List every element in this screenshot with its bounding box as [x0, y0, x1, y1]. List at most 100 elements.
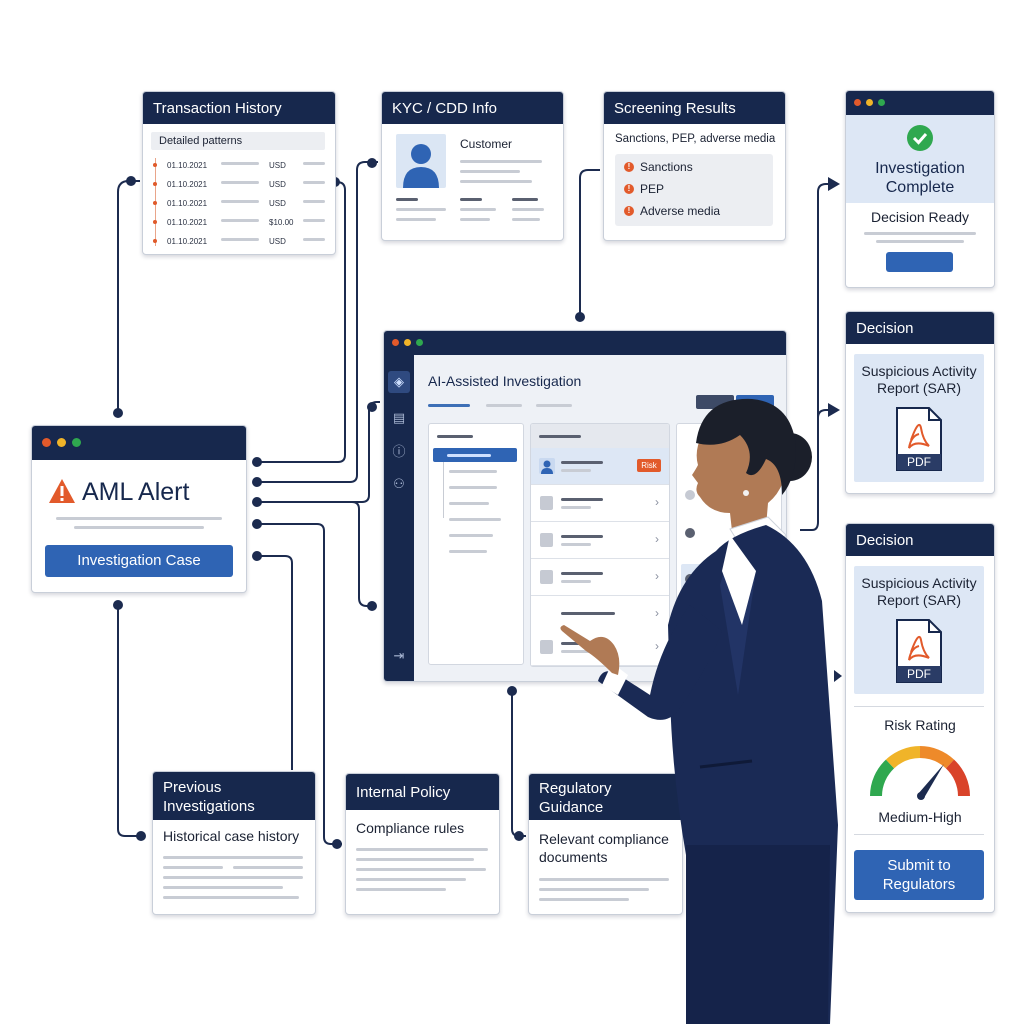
network-icon[interactable]: ◈: [388, 371, 410, 393]
card-title: Decision: [846, 312, 994, 344]
card-title: Transaction History: [143, 92, 335, 124]
pdf-label: PDF: [907, 455, 931, 469]
alert-icon: !: [624, 162, 634, 172]
window-titlebar: [32, 426, 246, 460]
row-amount: USD: [269, 180, 286, 189]
logout-icon[interactable]: ⇥: [393, 648, 405, 663]
chevron-right-icon: ›: [655, 639, 659, 653]
tab[interactable]: [536, 404, 572, 407]
card-title: Decision: [846, 524, 994, 556]
submit-line1: Submit to: [887, 857, 951, 874]
row-amount: USD: [269, 237, 286, 246]
transaction-row: 01.10.2021 USD: [153, 175, 325, 193]
tree-item[interactable]: [449, 486, 497, 489]
investigation-complete-card: Investigation Complete Decision Ready: [845, 90, 995, 288]
row-date: 01.10.2021: [167, 218, 208, 227]
window-title: AI-Assisted Investigation: [428, 373, 582, 389]
tab-active[interactable]: [428, 404, 470, 407]
screening-results-card: Screening Results Sanctions, PEP, advers…: [603, 91, 786, 241]
investigation-case-button[interactable]: Investigation Case: [45, 545, 233, 577]
screening-item-label: PEP: [640, 182, 665, 196]
row-amount: $10.00: [269, 218, 294, 227]
list-item-selected[interactable]: Risk: [531, 448, 669, 485]
list-item[interactable]: ›: [531, 522, 669, 559]
risk-gauge: [870, 746, 970, 800]
sar-title-line2: Report (SAR): [876, 380, 962, 396]
screening-list: ! Sanctions ! PEP ! Adverse media: [615, 154, 773, 226]
document-icon[interactable]: ▤: [392, 410, 406, 425]
warning-icon: [49, 479, 75, 503]
check-circle-icon: [907, 125, 933, 151]
sidebar: ◈ ▤ ⓘ ⚇ ⇥: [384, 355, 414, 681]
decision-status: Decision Ready: [870, 209, 970, 225]
screening-item: ! Sanctions: [624, 160, 693, 174]
pdf-file-icon: [896, 619, 942, 683]
card-subtitle: Detailed patterns: [151, 132, 325, 150]
open-decision-button[interactable]: [886, 252, 953, 272]
aml-alert-window: AML Alert Investigation Case: [31, 425, 247, 593]
window-titlebar: [846, 91, 994, 115]
submit-to-regulators-button[interactable]: Submit to Regulators: [854, 850, 984, 900]
decision-card: Decision Suspicious Activity Report (SAR…: [845, 311, 995, 494]
transaction-row: 01.10.2021 USD: [153, 194, 325, 212]
sar-report[interactable]: Suspicious Activity Report (SAR) PDF: [854, 354, 984, 482]
user-icon: [539, 458, 555, 474]
customer-avatar: [396, 134, 446, 188]
card-title: Internal Policy: [346, 774, 499, 810]
chevron-right-icon: ›: [655, 495, 659, 509]
decision-card-with-risk: Decision Suspicious Activity Report (SAR…: [845, 523, 995, 913]
sar-title: Suspicious Activity Report (SAR): [854, 363, 984, 397]
tree-item[interactable]: [449, 470, 497, 473]
card-subtitle: Sanctions, PEP, adverse media: [615, 133, 776, 145]
sar-title-line2: Report (SAR): [876, 592, 962, 608]
card-title-line1: Regulatory: [539, 780, 612, 797]
card-subtitle: Historical case history: [163, 828, 300, 844]
tab[interactable]: [486, 404, 522, 407]
analyst-illustration: [560, 398, 838, 1024]
card-title: Screening Results: [604, 92, 785, 124]
chevron-right-icon: ›: [655, 569, 659, 583]
kyc-cdd-card: KYC / CDD Info Customer: [381, 91, 564, 241]
submit-line2: Regulators: [882, 876, 956, 893]
person-icon: [403, 144, 439, 188]
screening-item-label: Adverse media: [640, 204, 721, 218]
pdf-label: PDF: [907, 667, 931, 681]
screening-item-label: Sanctions: [640, 160, 693, 174]
risk-rating-label: Risk Rating: [884, 717, 956, 733]
card-title: Regulatory Guidance: [529, 774, 682, 820]
tree-item[interactable]: [449, 534, 493, 537]
transaction-history-card: Transaction History Detailed patterns 01…: [142, 91, 336, 255]
tree-item[interactable]: [449, 502, 489, 505]
alert-icon[interactable]: ⓘ: [392, 444, 406, 459]
gauge-needle: [918, 764, 944, 798]
tree-item-selected[interactable]: [433, 448, 517, 462]
previous-investigations-card: Previous Investigations Historical case …: [152, 771, 316, 915]
row-date: 01.10.2021: [167, 161, 208, 170]
risk-rating-value: Medium-High: [878, 809, 962, 825]
alert-icon: !: [624, 184, 634, 194]
chevron-right-icon: ›: [655, 606, 659, 620]
users-icon[interactable]: ⚇: [393, 476, 405, 491]
card-title-line1: Previous: [163, 779, 222, 796]
sar-report[interactable]: Suspicious Activity Report (SAR) PDF: [854, 566, 984, 694]
tree-item[interactable]: [449, 518, 501, 521]
list-item[interactable]: ›: [531, 596, 669, 633]
card-subtitle-line1: Relevant compliance: [539, 831, 669, 847]
risk-badge: Risk: [637, 459, 661, 472]
tree-item[interactable]: [449, 550, 487, 553]
aml-alert-title: AML Alert: [82, 478, 190, 506]
sar-title-line1: Suspicious Activity: [861, 575, 977, 591]
sar-title: Suspicious Activity Report (SAR): [854, 575, 984, 609]
card-title: KYC / CDD Info: [382, 92, 563, 124]
sar-title-line1: Suspicious Activity: [861, 363, 977, 379]
complete-title-line2: Complete: [885, 179, 955, 196]
complete-title: Investigation Complete: [846, 159, 994, 197]
list-item[interactable]: ›: [531, 559, 669, 596]
list-item[interactable]: ›: [531, 485, 669, 522]
card-title-line2: Investigations: [163, 798, 255, 815]
window-titlebar: [384, 331, 786, 355]
alert-icon: !: [624, 206, 634, 216]
transaction-row: 01.10.2021 USD: [153, 156, 325, 174]
transaction-row: 01.10.2021 $10.00: [153, 213, 325, 231]
